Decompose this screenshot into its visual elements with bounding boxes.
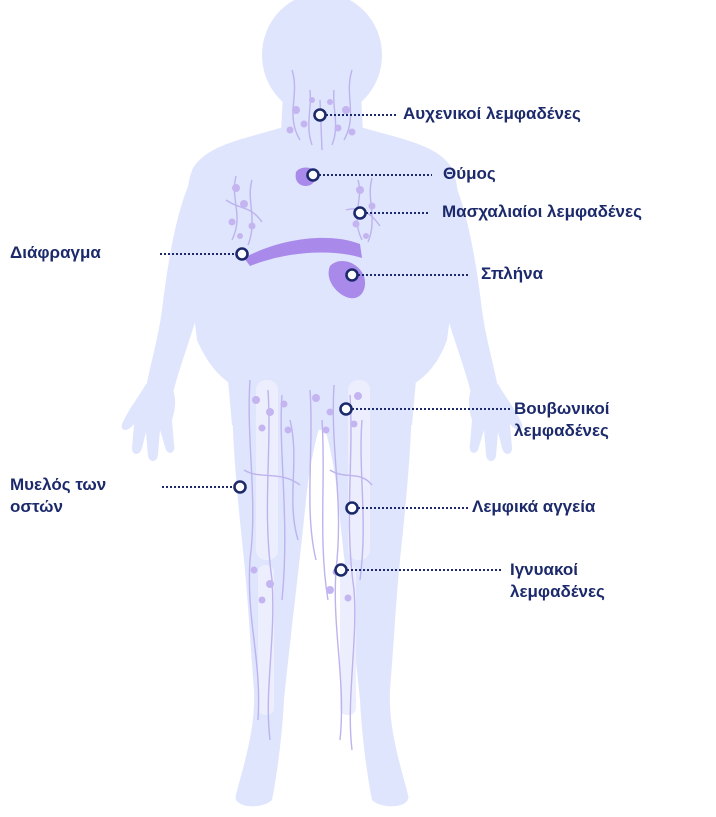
marker-axillary [355,208,366,219]
label-popliteal-line1: Ιγνυακοί [510,559,605,581]
label-diaphragm: Διάφραγμα [10,242,101,264]
label-popliteal-nodes: Ιγνυακοί λεμφαδένες [510,559,605,603]
label-popliteal-line2: λεμφαδένες [510,581,605,603]
marker-popliteal [336,565,347,576]
label-axillary-nodes: Μασχαλιαίοι λεμφαδένες [442,201,642,223]
marker-thymus [308,170,319,181]
label-marrow-line1: Μυελός των [10,474,106,496]
marker-spleen [347,270,358,281]
label-lymph-vessels: Λεμφικά αγγεία [472,496,595,518]
label-thymus: Θύμος [443,163,496,185]
marker-marrow [235,482,246,493]
label-inguinal-line2: λεμφαδένες [514,420,610,442]
marker-diaphragm [237,249,248,260]
label-bone-marrow: Μυελός των οστών [10,474,106,518]
marker-cervical [315,110,326,121]
label-marrow-line2: οστών [10,496,106,518]
label-spleen: Σπλήνα [481,263,543,285]
label-cervical-nodes: Αυχενικοί λεμφαδένες [403,103,581,125]
label-inguinal-nodes: Βουβωνικοί λεμφαδένες [514,398,610,442]
marker-inguinal [341,404,352,415]
label-inguinal-line1: Βουβωνικοί [514,398,610,420]
marker-vessels [347,503,358,514]
